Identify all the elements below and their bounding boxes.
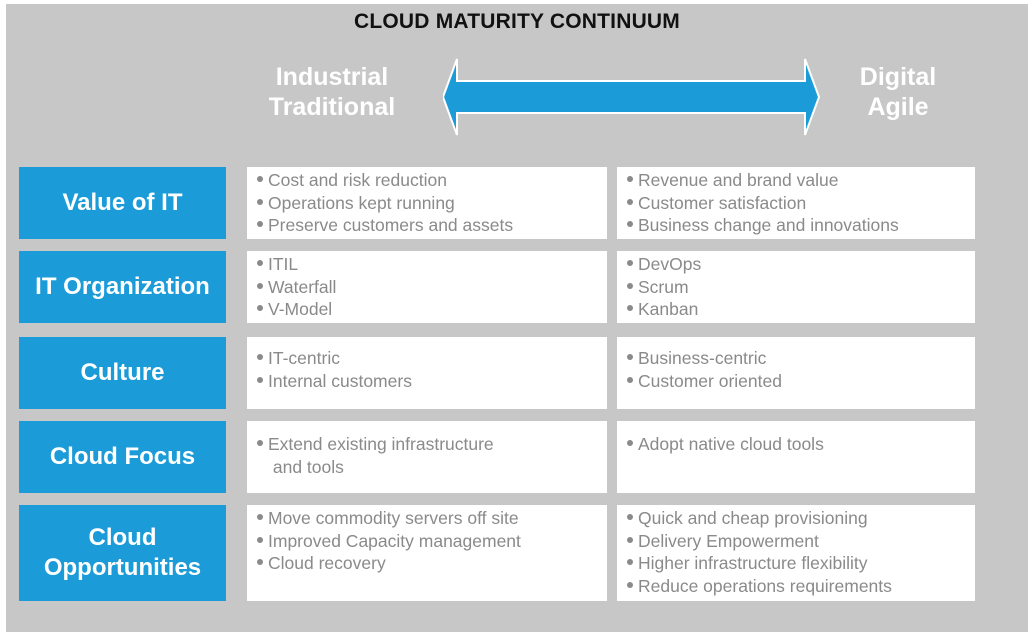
cell-value-of-it-traditional: Cost and risk reduction Operations kept …	[247, 167, 607, 239]
bullet-icon	[627, 198, 633, 205]
bullet-icon	[627, 559, 633, 566]
bullet-icon	[257, 514, 263, 520]
cell-culture-agile: Business-centric Customer oriented	[617, 337, 975, 409]
list-item: Extend existing infrastructure and tools	[257, 433, 599, 478]
right-end-line2: Agile	[867, 93, 929, 121]
bullet-icon	[627, 440, 633, 446]
cell-it-organization-agile: DevOps Scrum Kanban	[617, 251, 975, 323]
list-item: Customer satisfaction	[627, 192, 967, 215]
cell-cloud-focus-traditional: Extend existing infrastructure and tools	[247, 421, 607, 493]
list-item: Cost and risk reduction	[257, 169, 599, 192]
diagram-title: CLOUD MATURITY CONTINUUM	[354, 10, 680, 33]
list-item: V-Model	[257, 298, 599, 321]
row-label-cloud-focus: Cloud Focus	[19, 421, 226, 493]
row-label-it-organization: IT Organization	[19, 251, 226, 323]
bullet-icon	[627, 305, 633, 312]
right-end-label: Digital Agile	[828, 62, 968, 122]
bullet-icon	[627, 376, 633, 383]
bullet-icon	[627, 354, 633, 360]
bullet-icon	[627, 221, 633, 228]
bullet-icon	[627, 536, 633, 543]
list-item: Delivery Empowerment	[627, 530, 967, 553]
list-item: Business-centric	[627, 347, 967, 370]
bullet-icon	[257, 305, 263, 312]
cell-it-organization-traditional: ITIL Waterfall V-Model	[247, 251, 607, 323]
bullet-icon	[257, 440, 263, 446]
bullet-icon	[627, 282, 633, 289]
bullet-icon	[257, 282, 263, 289]
bullet-icon	[257, 221, 263, 228]
bullet-icon	[257, 198, 263, 205]
bullet-icon	[257, 536, 263, 543]
list-item: Move commodity servers off site	[257, 507, 599, 530]
double-arrow-shape	[443, 58, 821, 136]
row-label-text-wrap: Cloud Opportunities	[44, 523, 201, 583]
list-item: IT-centric	[257, 347, 599, 370]
double-arrow-icon	[443, 58, 821, 136]
bullet-icon	[257, 376, 263, 383]
right-end-line1: Digital	[859, 63, 937, 91]
list-item: Waterfall	[257, 276, 599, 299]
bullet-icon	[627, 581, 633, 588]
bullet-icon	[627, 260, 633, 266]
list-item: Quick and cheap provisioning	[627, 507, 967, 530]
bullet-icon	[627, 514, 633, 520]
list-item: ITIL	[257, 253, 599, 276]
left-end-line2: Traditional	[268, 93, 396, 121]
row-label-text-line1: Cloud	[88, 524, 157, 551]
list-item: Business change and innovations	[627, 214, 967, 237]
list-item: Preserve customers and assets	[257, 214, 599, 237]
row-label-value-of-it: Value of IT	[19, 167, 226, 239]
list-item: Reduce operations requirements	[627, 575, 967, 598]
list-item: Operations kept running	[257, 192, 599, 215]
bullet-icon	[257, 559, 263, 566]
list-item: Revenue and brand value	[627, 169, 967, 192]
bullet-icon	[257, 176, 263, 182]
bullet-icon	[257, 260, 263, 266]
cell-cloud-opportunities-traditional: Move commodity servers off site Improved…	[247, 505, 607, 601]
bullet-icon	[257, 354, 263, 360]
row-label-text: Culture	[80, 359, 165, 386]
left-end-label: Industrial Traditional	[262, 62, 402, 122]
cell-value-of-it-agile: Revenue and brand value Customer satisfa…	[617, 167, 975, 239]
list-item: Higher infrastructure flexibility	[627, 552, 967, 575]
row-label-text: IT Organization	[35, 273, 210, 300]
bullet-icon	[627, 176, 633, 182]
list-item: DevOps	[627, 253, 967, 276]
list-item: Improved Capacity management	[257, 530, 599, 553]
row-label-text: Value of IT	[62, 189, 183, 216]
list-item: Adopt native cloud tools	[627, 433, 967, 456]
list-item: Kanban	[627, 298, 967, 321]
cell-cloud-opportunities-agile: Quick and cheap provisioning Delivery Em…	[617, 505, 975, 601]
list-item: Scrum	[627, 276, 967, 299]
left-end-line1: Industrial	[275, 63, 389, 91]
row-label-text-line2: Opportunities	[43, 554, 202, 581]
list-item: Internal customers	[257, 370, 599, 393]
list-item: Cloud recovery	[257, 552, 599, 575]
list-item: Customer oriented	[627, 370, 967, 393]
cell-culture-traditional: IT-centric Internal customers	[247, 337, 607, 409]
row-label-cloud-opportunities: Cloud Opportunities	[19, 505, 226, 601]
row-label-text: Cloud Focus	[49, 443, 196, 470]
row-label-culture: Culture	[19, 337, 226, 409]
cell-cloud-focus-agile: Adopt native cloud tools	[617, 421, 975, 493]
